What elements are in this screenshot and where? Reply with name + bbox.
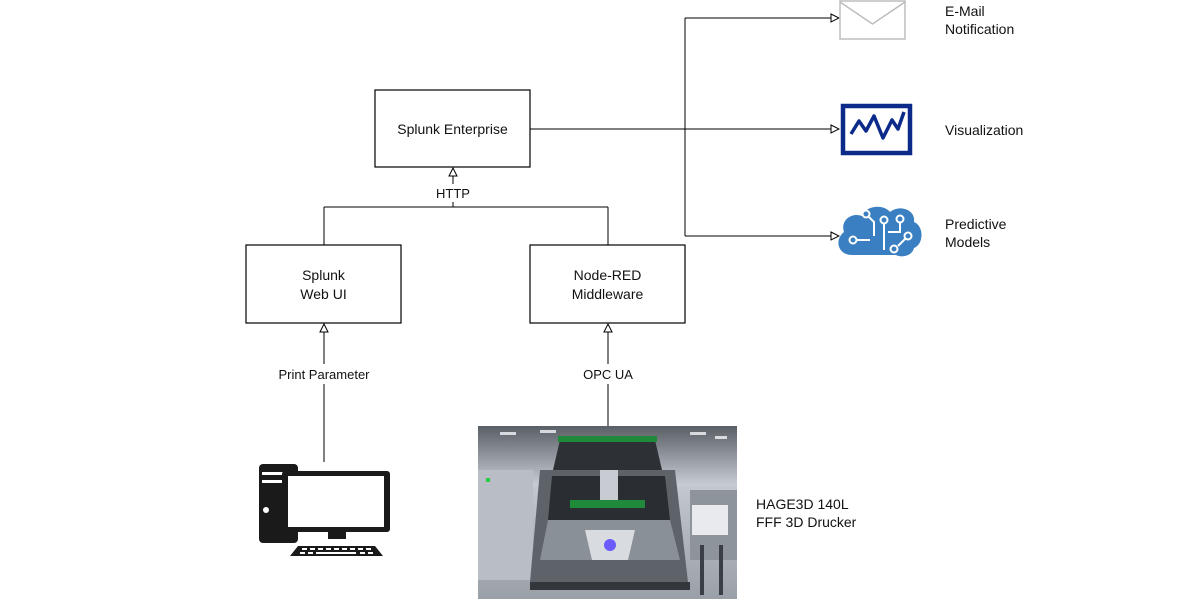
brain-circuit-icon <box>838 206 922 257</box>
email-label-line2: Notification <box>945 21 1014 37</box>
chart-monitor-icon <box>840 103 913 156</box>
print-parameter-label: Print Parameter <box>278 367 370 382</box>
opc-ua-connector: OPC UA <box>583 324 633 426</box>
splunk-web-ui-box: Splunk Web UI <box>245 244 402 324</box>
print-parameter-connector: Print Parameter <box>278 324 370 462</box>
splunk-web-ui-label-line2: Web UI <box>300 286 346 302</box>
http-label: HTTP <box>436 186 470 201</box>
email-label-line1: E-Mail <box>945 3 985 19</box>
splunk-web-ui-label-line1: Splunk <box>302 267 346 283</box>
envelope-icon <box>839 0 906 40</box>
output-connectors <box>530 18 839 236</box>
http-connector: HTTP <box>323 168 609 245</box>
predictive-label-line2: Models <box>945 234 990 250</box>
splunk-enterprise-box: Splunk Enterprise <box>374 89 531 168</box>
predictive-label-line1: Predictive <box>945 216 1007 232</box>
3d-printer-photo <box>478 426 737 599</box>
printer-label-line1: HAGE3D 140L <box>756 496 849 512</box>
opc-ua-label: OPC UA <box>583 367 633 382</box>
desktop-computer-icon <box>259 464 390 556</box>
visualization-label: Visualization <box>945 122 1023 138</box>
node-red-box: Node-RED Middleware <box>529 244 686 324</box>
node-red-label-line2: Middleware <box>572 286 644 302</box>
splunk-enterprise-label: Splunk Enterprise <box>397 121 508 137</box>
node-red-label-line1: Node-RED <box>574 267 642 283</box>
printer-label-line2: FFF 3D Drucker <box>756 514 857 530</box>
